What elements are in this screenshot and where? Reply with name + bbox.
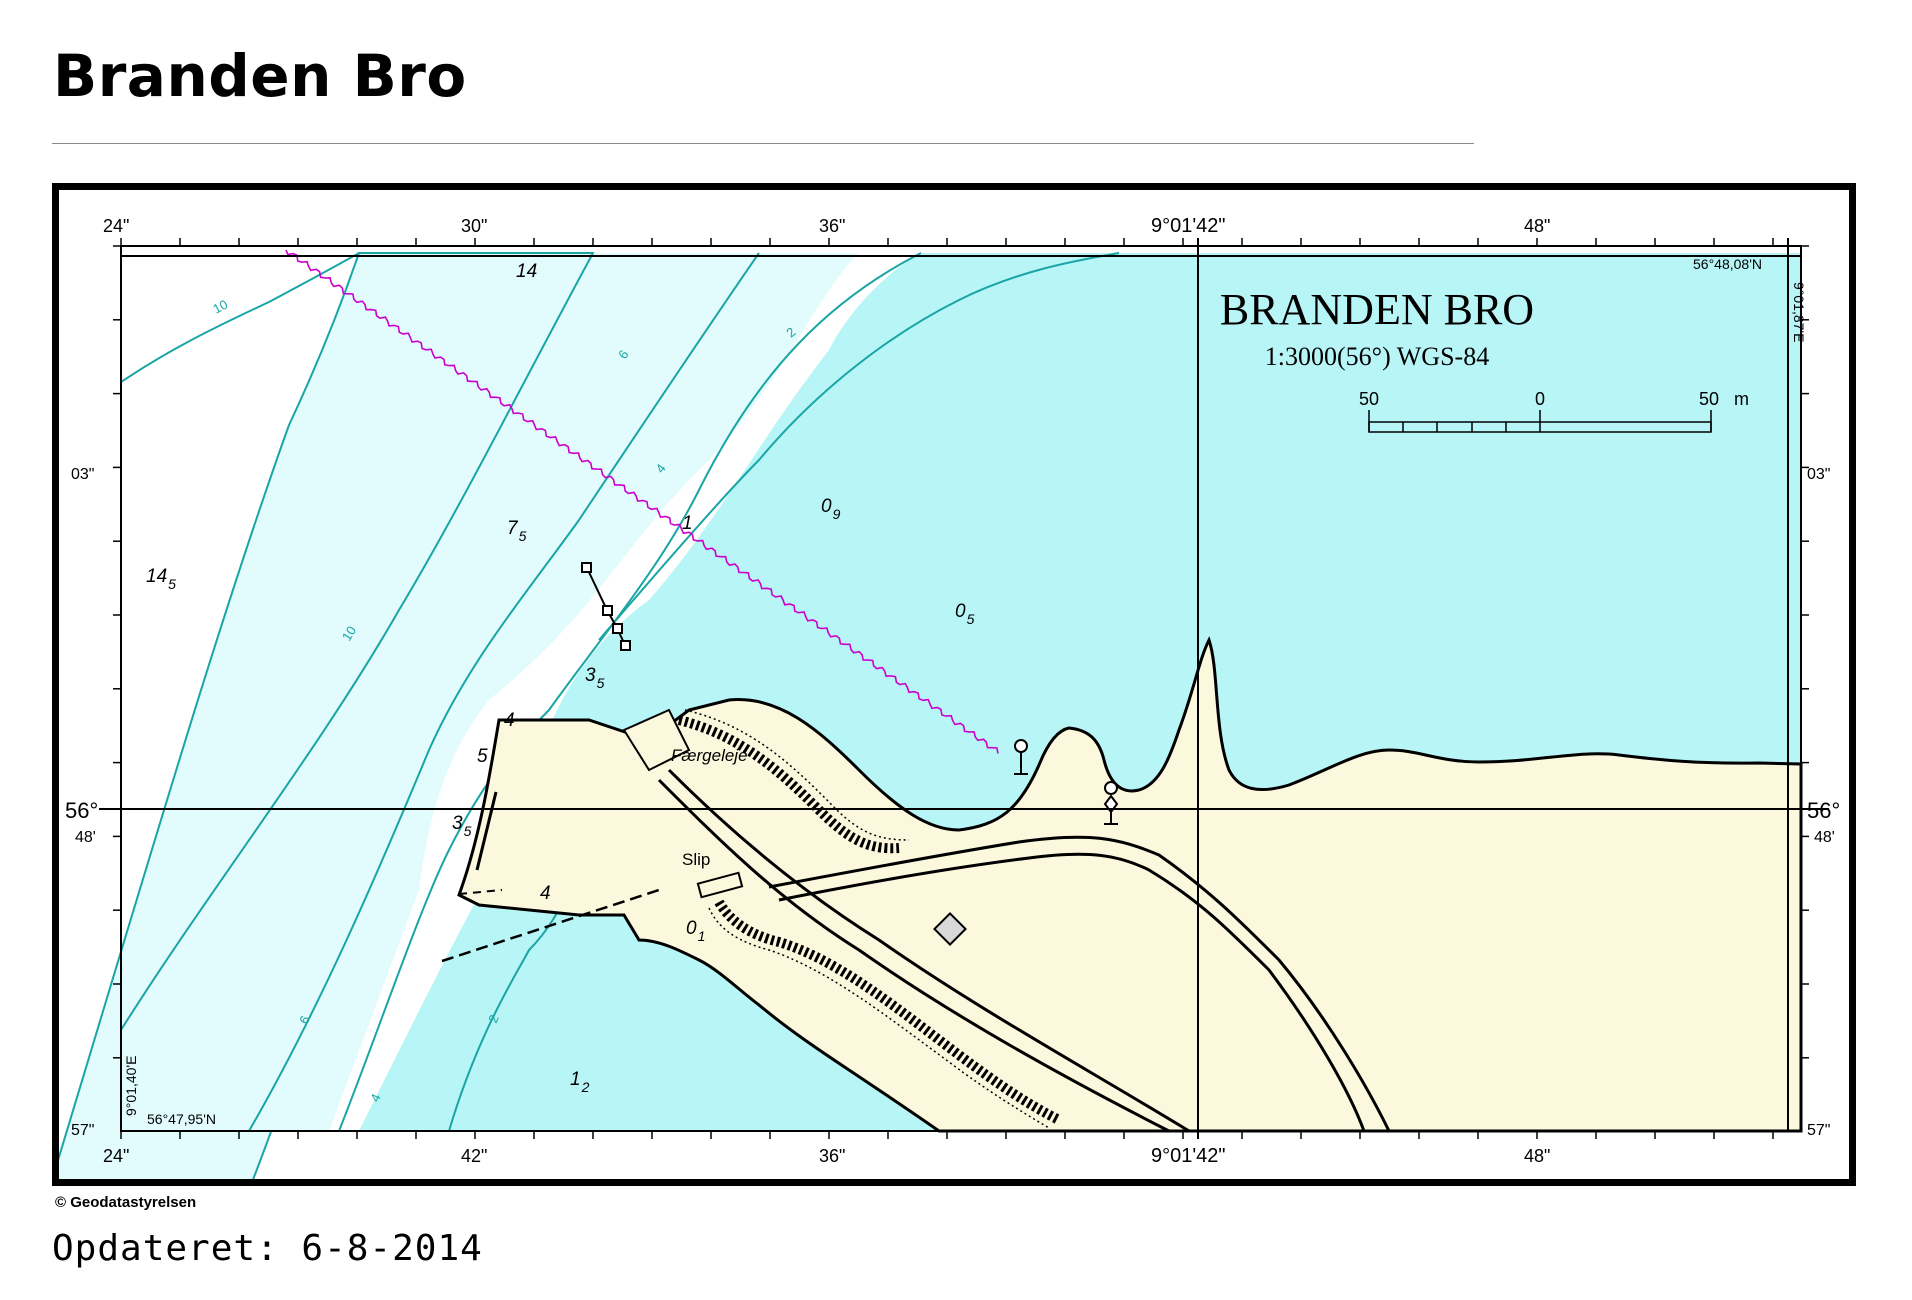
contour-2 xyxy=(448,889,570,1132)
jetty xyxy=(581,562,631,651)
building xyxy=(933,912,967,946)
top-tick-e: 48" xyxy=(1524,216,1550,236)
contour-label-10-north: 10 xyxy=(210,297,230,317)
bottom-tick-d: 9°01'42" xyxy=(1151,1145,1226,1167)
light-1-stem xyxy=(1014,752,1028,775)
ferry-berth-label: Færgeleje xyxy=(671,746,748,765)
riprap-south xyxy=(714,899,1062,1125)
sw-latitude: 56°47,95'N xyxy=(147,1111,216,1127)
top-tick-d: 9°01'42" xyxy=(1151,215,1226,237)
right-axis-labels: 03" 56° 48' 57" xyxy=(1807,466,1840,1139)
scale-right-label: 50 xyxy=(1699,389,1719,409)
riprap-north xyxy=(677,715,900,854)
slip-label: Slip xyxy=(682,850,710,869)
bottom-tick-b: 42" xyxy=(461,1146,487,1166)
submarine-cable xyxy=(285,249,999,754)
title-divider xyxy=(52,143,1474,144)
jetty-dolphin-1 xyxy=(581,562,592,573)
light-2 xyxy=(1104,781,1118,795)
dashed-short xyxy=(458,889,503,895)
chart-name: BRANDEN BRO xyxy=(1220,285,1534,334)
right-tick-top: 03" xyxy=(1807,466,1830,483)
mid-water-area-2 xyxy=(239,253,859,1131)
bottom-tick-c: 36" xyxy=(819,1146,845,1166)
left-tick-min: 48' xyxy=(75,829,96,846)
road-to-ferry-b xyxy=(667,768,1190,1133)
land-area xyxy=(457,636,1803,1133)
scale-left-label: 50 xyxy=(1359,389,1379,409)
right-tick-deg: 56° xyxy=(1807,798,1840,823)
scale-bar xyxy=(1368,410,1712,433)
copyright-notice: © Geodatastyrelsen xyxy=(55,1194,197,1211)
scale-unit-label: m xyxy=(1734,389,1749,409)
riprap xyxy=(677,709,1062,1129)
page-title: Branden Bro xyxy=(53,42,467,110)
contour-2-north xyxy=(598,252,1120,641)
top-tick-b: 30" xyxy=(461,216,487,236)
nautical-chart: 24" 30" 36" 9°01'42" 48" 24" 42" 36" 9°0… xyxy=(52,183,1856,1186)
sounding-d1: 1 xyxy=(682,513,693,534)
bottom-axis-labels: 24" 42" 36" 9°01'42" 48" xyxy=(103,1145,1550,1167)
top-axis-labels: 24" 30" 36" 9°01'42" 48" xyxy=(103,215,1550,237)
right-tick-bottom: 57" xyxy=(1807,1122,1830,1139)
pier-line xyxy=(475,791,498,871)
sounding-d4b: 4 xyxy=(540,883,551,904)
light-1 xyxy=(1014,739,1028,753)
left-tick-top: 03" xyxy=(71,466,94,483)
road-to-ferry-a xyxy=(657,778,1170,1133)
riprap-south-dots xyxy=(708,907,1050,1129)
left-tick-deg: 56° xyxy=(65,798,98,823)
contour-6 xyxy=(248,252,760,1132)
bottom-tick-a: 24" xyxy=(103,1146,129,1166)
contour-label-10: 10 xyxy=(339,623,359,643)
slip xyxy=(696,871,744,899)
right-tick-min: 48' xyxy=(1814,829,1835,846)
jetty-dolphin-2 xyxy=(602,605,613,616)
updated-date: Opdateret: 6-8-2014 xyxy=(52,1228,483,1269)
sounding-d5: 5 xyxy=(477,746,488,767)
top-tick-c: 36" xyxy=(819,216,845,236)
contour-4 xyxy=(338,252,922,1132)
roads xyxy=(657,768,1391,1133)
ne-longitude: 9°01,87'E xyxy=(1791,282,1807,342)
ferry-berth xyxy=(622,708,691,772)
border-ticks xyxy=(113,238,1809,1139)
bottom-tick-e: 48" xyxy=(1524,1146,1550,1166)
light-2-stem xyxy=(1104,812,1118,825)
jetty-dolphin-4 xyxy=(620,640,631,651)
top-tick-a: 24" xyxy=(103,216,129,236)
depth-contours xyxy=(120,252,1120,1132)
road-east-b xyxy=(778,852,1366,1132)
road-east-a xyxy=(768,835,1391,1132)
jetty-line xyxy=(586,567,626,646)
sounding-d14: 14 xyxy=(516,261,537,282)
chart-svg: 24" 30" 36" 9°01'42" 48" 24" 42" 36" 9°0… xyxy=(59,215,1840,1179)
contour-10-north xyxy=(120,252,360,383)
sounding-d4a: 4 xyxy=(504,710,515,731)
contour-10 xyxy=(120,252,594,1031)
left-tick-bottom: 57" xyxy=(71,1122,94,1139)
jetty-dolphin-3 xyxy=(612,623,623,634)
sw-longitude: 9°01,40'E xyxy=(123,1056,139,1116)
scale-mid-label: 0 xyxy=(1535,389,1545,409)
riprap-north-dots xyxy=(684,709,910,841)
ne-latitude: 56°48,08'N xyxy=(1693,256,1762,272)
left-axis-labels: 03" 56° 48' 57" xyxy=(65,466,98,1139)
chart-scale-line: 1:3000(56°) WGS-84 xyxy=(1265,342,1489,371)
dashed-boundary xyxy=(441,888,660,963)
